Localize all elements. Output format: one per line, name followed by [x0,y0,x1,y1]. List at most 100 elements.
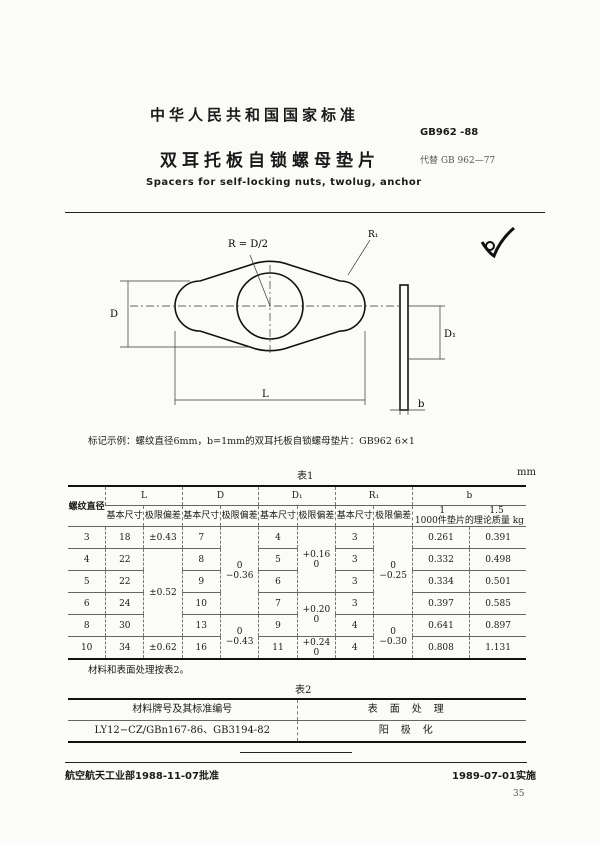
col-tol: 极限偏差 [143,505,183,527]
table-cell: 4 [68,548,106,571]
col-L: L [105,485,183,506]
col-material: 材料牌号及其标准编号 [132,704,233,715]
material-value: LY12−CZ/GBn167-86、GB3194-82 [68,720,297,742]
table-cell: 9 [181,570,221,593]
col-R1: R₁ [335,485,413,506]
table-cell: 30 [105,614,144,637]
table-cell: 6 [68,592,106,615]
table-cell: 34 [105,636,144,659]
col-tol: 极限偏差 [219,505,259,527]
table-cell: 1.131 [469,636,526,659]
table-cell: 3 [335,592,374,615]
table-cell: 7 [181,526,221,549]
table-cell: 4 [258,526,298,549]
col-basic: 基本尺寸 [258,505,298,527]
material-note: 材料和表面处理按表2。 [88,665,190,676]
table1-unit: mm [517,467,536,478]
marking-example: 标记示例：螺纹直径6mm，b=1mm的双耳托板自锁螺母垫片：GB962 6×1 [88,436,415,447]
table-cell: 0.641 [411,614,470,637]
table-cell: +0.24 0 [296,636,336,659]
table-cell: 0.585 [469,592,526,615]
table-cell: 24 [105,592,144,615]
table-cell: 0 −0.25 [373,526,413,615]
col-tol: 极限偏差 [296,505,336,527]
table-cell: ±0.62 [143,636,183,659]
col-b: b [411,485,526,506]
table-cell: 8 [68,614,106,637]
table-cell: 3 [335,548,374,571]
spacer-drawing: R = D/2 R₁ D D₁ L b [110,230,456,415]
table-cell: +0.16 0 [296,526,336,593]
table-cell: 0.808 [411,636,470,659]
col-tol: 极限偏差 [373,505,413,527]
title-en: Spacers for self-locking nuts, twolug, a… [146,177,422,188]
table-cell: 3 [68,526,106,549]
table-cell: 10 [181,592,221,615]
table-cell: +0.20 0 [296,592,336,637]
col-thread-dia: 螺纹直径 [68,485,106,527]
table-cell: 0.332 [411,548,470,571]
table-cell: 0.897 [469,614,526,637]
table-cell: 18 [105,526,144,549]
table-cell: 11 [258,636,298,659]
table-cell: ±0.52 [143,548,183,637]
table-cell: ±0.43 [143,526,183,549]
header-rule [65,212,545,213]
table-cell: 0.498 [469,548,526,571]
treatment-value: 阳极化 [296,720,526,742]
col-basic: 基本尺寸 [335,505,374,527]
effective-date: 1989-07-01实施 [452,771,536,782]
col-basic: 基本尺寸 [105,505,144,527]
table-cell: 0 −0.30 [373,614,413,659]
spacer-outline [174,260,366,352]
end-rule [240,752,352,753]
label-R1: R₁ [368,230,378,240]
table-cell: 13 [181,614,221,637]
table-cell: 5 [258,548,298,571]
table-cell: 0.501 [469,570,526,593]
table-cell: 0 −0.43 [219,614,259,659]
table-cell: 10 [68,636,106,659]
table-cell: 4 [335,614,374,637]
label-R: R = D/2 [228,239,268,250]
title-cn: 双耳托板自锁螺母垫片 [160,151,380,171]
footer-rule [65,762,527,763]
table-cell: 22 [105,570,144,593]
table2-caption: 表2 [295,685,312,696]
table-cell: 22 [105,548,144,571]
col-treatment: 表面处理 [296,699,526,721]
table-cell: 0.391 [469,526,526,549]
table-cell: 9 [258,614,298,637]
label-L: L [262,389,269,400]
table-cell: 0.397 [411,592,470,615]
table-cell: 0.261 [411,526,470,549]
table-cell: 7 [258,592,298,615]
label-b: b [418,399,424,410]
standard-code: GB962 -88 [420,127,479,138]
col-D1: D₁ [258,485,336,506]
table-cell: 8 [181,548,221,571]
table-cell: 3 [335,526,374,549]
col-D: D [181,485,259,506]
page-number: 35 [513,789,525,799]
table1-caption: 表1 [297,471,314,482]
material-table: 材料牌号及其标准编号 表面处理 LY12−CZ/GBn167-86、GB3194-… [68,698,526,743]
table-cell: 16 [181,636,221,659]
replaces-note: 代替 GB 962—77 [420,156,496,166]
table-cell: 4 [335,636,374,659]
dimensions-table: 螺纹直径 L D D₁ R₁ b 基本尺寸极限偏差 基本尺寸极限偏差 基本尺寸极… [68,485,526,660]
col-basic: 基本尺寸 [181,505,221,527]
side-view [399,284,409,411]
issuing-org: 中华人民共和国国家标准 [150,106,360,124]
approval-date: 航空航天工业部1988-11-07批准 [65,771,219,782]
table-cell: 0 −0.36 [219,526,259,615]
